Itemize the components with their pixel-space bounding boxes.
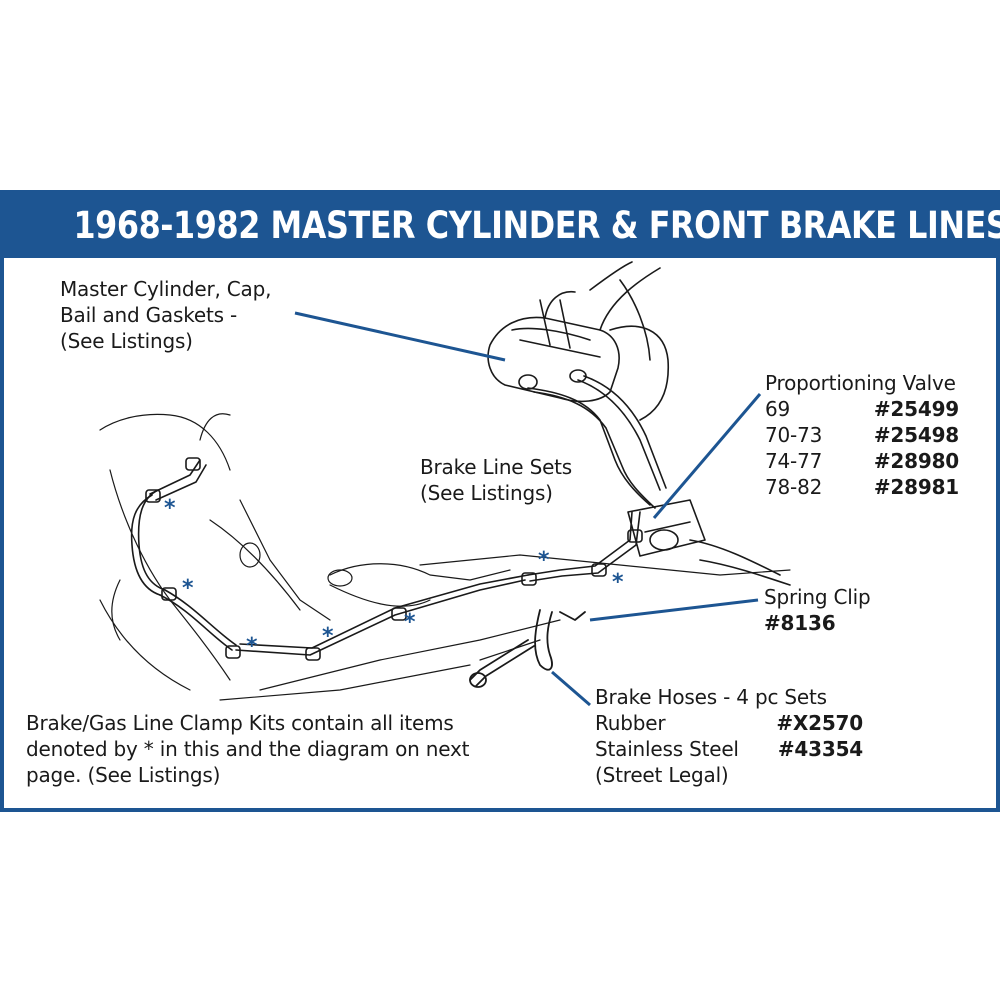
proportioning-valve-heading: Proportioning Valve xyxy=(765,371,956,395)
spring-clip-part-number: #8136 xyxy=(764,611,836,635)
master-cylinder-line: (See Listings) xyxy=(60,329,193,353)
valve-years: 74-77 xyxy=(765,449,823,473)
clamp-kits-line: Brake/Gas Line Clamp Kits contain all it… xyxy=(26,711,454,735)
clamp-marker: * xyxy=(612,570,624,595)
proportioning-valve-row: 74-77 #28980 xyxy=(765,448,959,474)
valve-part-number: #25498 xyxy=(873,423,959,447)
valve-part-number: #28980 xyxy=(873,449,959,473)
proportioning-valve-label: Proportioning Valve 69 #25499 70-73 #254… xyxy=(765,370,959,500)
brake-line-sets-line: (See Listings) xyxy=(420,481,553,505)
leader-lines xyxy=(294,311,762,707)
clamp-kits-note: Brake/Gas Line Clamp Kits contain all it… xyxy=(26,710,469,788)
clamp-marker: * xyxy=(538,548,550,573)
brake-hose-leader xyxy=(551,670,591,707)
brake-hose-type: Stainless Steel xyxy=(595,737,739,761)
page-title: 1968-1982 MASTER CYLINDER & FRONT BRAKE … xyxy=(73,204,1000,247)
proportioning-valve-drawing xyxy=(627,499,791,586)
clamp-marker: * xyxy=(322,624,334,649)
brake-hoses-heading: Brake Hoses - 4 pc Sets xyxy=(595,685,827,709)
master-cylinder-drawing xyxy=(487,261,670,421)
clamp-marker: * xyxy=(246,634,258,659)
brake-line-sets-line: Brake Line Sets xyxy=(420,455,573,479)
brake-hose-row: Stainless Steel #43354 xyxy=(595,736,863,762)
brake-hose-part-number: #43354 xyxy=(777,737,863,761)
proportioning-valve-row: 70-73 #25498 xyxy=(765,422,959,448)
valve-years: 70-73 xyxy=(765,423,823,447)
spring-clip-leader xyxy=(589,598,759,622)
clamp-marker: * xyxy=(182,576,194,601)
master-cylinder-leader xyxy=(294,311,506,362)
brake-hose-drawing xyxy=(469,609,586,688)
spring-clip-label: Spring Clip #8136 xyxy=(764,584,871,636)
frame-drawing xyxy=(99,413,791,701)
master-cylinder-line: Master Cylinder, Cap, xyxy=(60,277,272,301)
proportioning-valve-leader xyxy=(652,393,762,519)
valve-part-number: #25499 xyxy=(873,397,959,421)
valve-years: 69 xyxy=(765,397,791,421)
brake-hose-row: Rubber #X2570 xyxy=(595,710,863,736)
brake-line-drawing xyxy=(527,375,667,509)
master-cylinder-line: Bail and Gaskets - xyxy=(60,303,238,327)
master-cylinder-label: Master Cylinder, Cap, Bail and Gaskets -… xyxy=(60,276,271,354)
brake-hoses-label: Brake Hoses - 4 pc Sets Rubber #X2570 St… xyxy=(595,684,863,788)
brake-hoses-note: (Street Legal) xyxy=(595,763,729,787)
valve-part-number: #28981 xyxy=(873,475,959,499)
brake-line-sets-label: Brake Line Sets (See Listings) xyxy=(420,454,572,506)
valve-years: 78-82 xyxy=(765,475,823,499)
clamp-marker: * xyxy=(404,610,416,635)
clamp-marker: * xyxy=(164,496,176,521)
diagram-panel: 1968-1982 MASTER CYLINDER & FRONT BRAKE … xyxy=(0,190,1000,812)
title-banner: 1968-1982 MASTER CYLINDER & FRONT BRAKE … xyxy=(4,194,1000,258)
proportioning-valve-row: 69 #25499 xyxy=(765,396,959,422)
clamp-kits-line: page. (See Listings) xyxy=(26,763,221,787)
clamp-kits-line: denoted by * in this and the diagram on … xyxy=(26,737,470,761)
brake-hose-type: Rubber xyxy=(595,711,666,735)
brake-hose-part-number: #X2570 xyxy=(776,711,863,735)
clamp-drawings xyxy=(145,457,643,661)
spring-clip-name: Spring Clip xyxy=(764,585,871,609)
proportioning-valve-row: 78-82 #28981 xyxy=(765,474,959,500)
